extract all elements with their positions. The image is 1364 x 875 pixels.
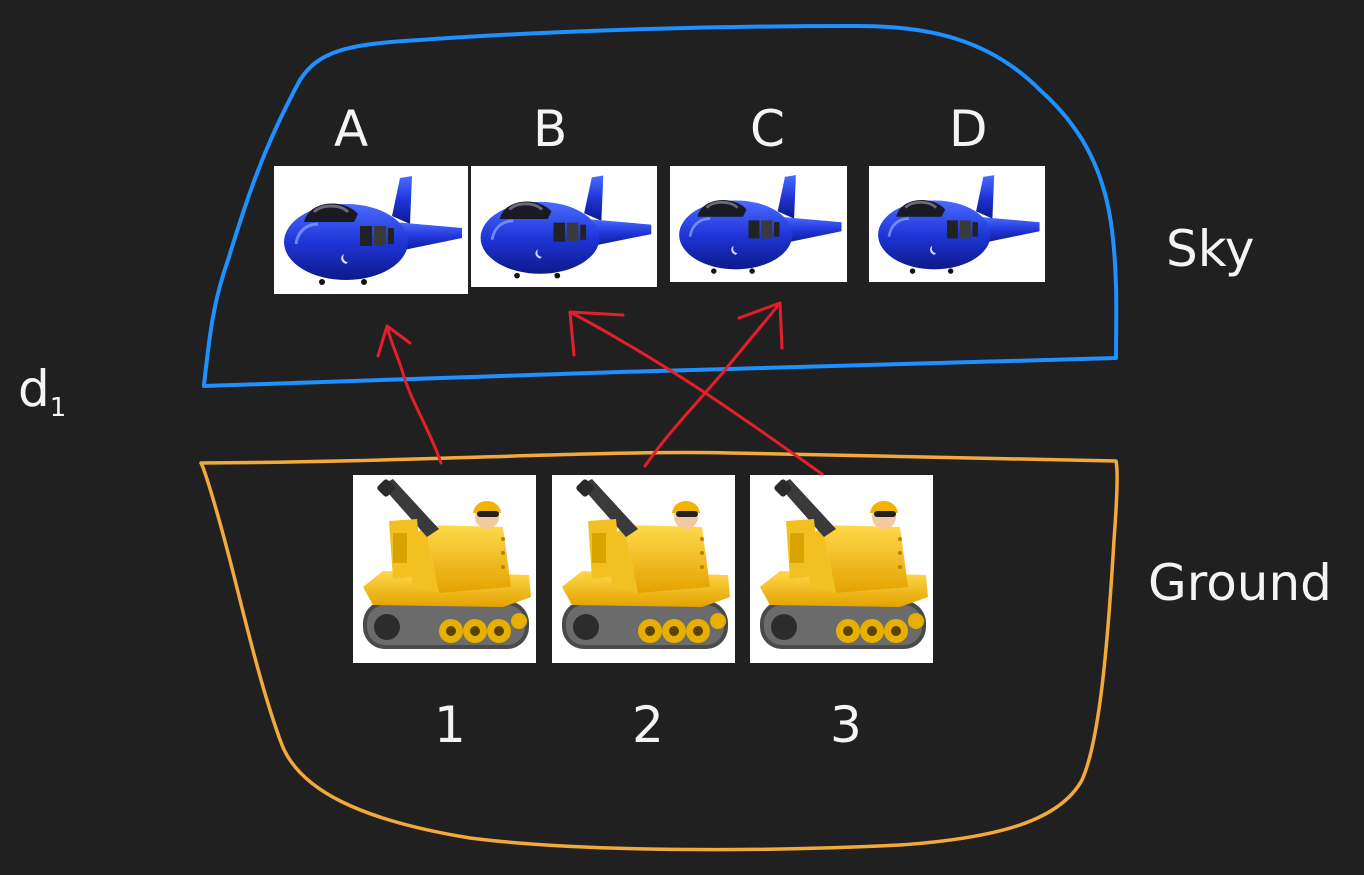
distance-base: d: [18, 360, 50, 418]
blue-plane-icon: [677, 173, 843, 276]
arrow-1-to-a: [385, 324, 443, 465]
arrow-1-to-a-head: [376, 324, 412, 358]
arrow-2-to-c-head: [737, 301, 784, 350]
blue-plane-icon: [876, 173, 1041, 276]
sky-region-outline: [202, 23, 1119, 388]
tank-tile-3: [750, 475, 933, 663]
plane-label-b: B: [533, 100, 568, 158]
plane-tile-d: [869, 166, 1045, 282]
yellow-tank-icon: [562, 478, 730, 649]
blue-plane-icon: [282, 174, 464, 287]
arrow-3-to-b-head: [568, 310, 625, 357]
plane-tile-a: [274, 166, 468, 294]
tank-label-1: 1: [434, 696, 466, 754]
tank-label-3: 3: [830, 696, 862, 754]
yellow-tank-icon: [760, 478, 928, 649]
yellow-tank-icon: [363, 478, 531, 649]
plane-label-a: A: [334, 100, 369, 158]
plane-label-c: C: [750, 100, 785, 158]
ground-label: Ground: [1148, 554, 1332, 612]
distance-subscript: 1: [49, 393, 67, 423]
tank-tile-2: [552, 475, 735, 663]
distance-label: d1: [18, 364, 66, 421]
tank-label-2: 2: [632, 696, 664, 754]
tank-tile-1: [353, 475, 536, 663]
plane-tile-c: [670, 166, 847, 282]
plane-tile-b: [471, 166, 657, 287]
plane-label-d: D: [949, 100, 988, 158]
attack-arrows: [376, 301, 824, 476]
arrow-2-to-c: [643, 301, 782, 468]
arrow-3-to-b: [568, 310, 824, 476]
blue-plane-icon: [479, 174, 653, 280]
ground-region-outline: [199, 450, 1119, 852]
sky-label: Sky: [1166, 220, 1255, 278]
